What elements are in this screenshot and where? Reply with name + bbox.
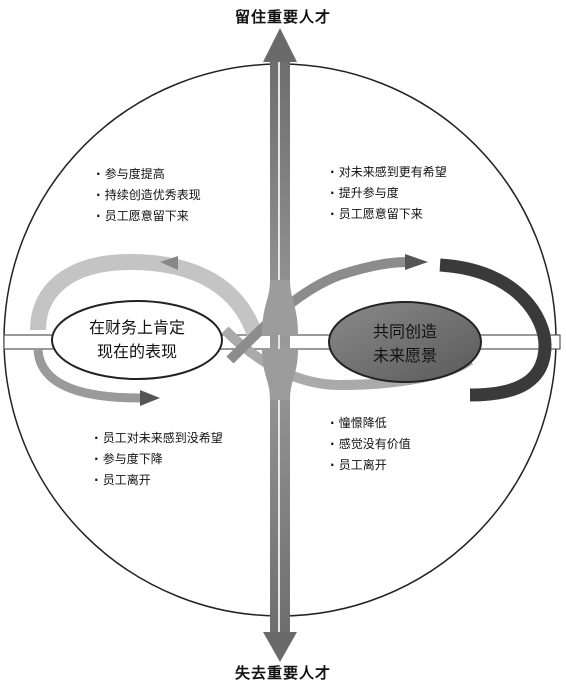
list-item: 员工离开 bbox=[94, 470, 223, 491]
loop-arrow-right-outer bbox=[439, 258, 552, 402]
right-ellipse bbox=[328, 301, 482, 383]
list-item: 员工愿意留下来 bbox=[330, 204, 447, 225]
loop-arrow-lower-left bbox=[33, 349, 141, 403]
right-ellipse-line: 未来愿景 bbox=[372, 346, 437, 365]
axis-bottom-title: 失去重要人才 bbox=[234, 664, 331, 682]
list-item: 员工愿意留下来 bbox=[96, 206, 201, 227]
list-item: 对未来感到更有希望 bbox=[330, 162, 447, 183]
right-ellipse-line: 共同创造 bbox=[372, 322, 437, 341]
axis-flare-top bbox=[262, 280, 298, 335]
left-ellipse bbox=[51, 300, 223, 380]
quadrant-top-right: 对未来感到更有希望 提升参与度 员工愿意留下来 bbox=[330, 162, 447, 225]
list-item: 憧憬降低 bbox=[330, 413, 411, 434]
arrowhead-right-upper bbox=[405, 254, 428, 270]
axis-top-title: 留住重要人才 bbox=[234, 8, 331, 26]
arrowhead-left-upper bbox=[160, 256, 178, 270]
list-item: 参与度提高 bbox=[96, 164, 201, 185]
arrowhead-left-lower bbox=[140, 390, 160, 406]
quadrant-bottom-right: 憧憬降低 感觉没有价值 员工离开 bbox=[330, 413, 411, 476]
list-item: 持续创造优秀表现 bbox=[96, 185, 201, 206]
arrowhead-bottom bbox=[263, 632, 297, 662]
list-item: 提升参与度 bbox=[330, 183, 447, 204]
loop-arrow-upper-left bbox=[30, 253, 263, 338]
list-item: 员工离开 bbox=[330, 455, 411, 476]
axis-flare-bottom bbox=[262, 349, 298, 400]
loop-arrow-cross-b bbox=[226, 257, 411, 364]
quadrant-top-left: 参与度提高 持续创造优秀表现 员工愿意留下来 bbox=[96, 164, 201, 227]
list-item: 感觉没有价值 bbox=[330, 434, 411, 455]
right-ellipse-label: 共同创造 未来愿景 bbox=[335, 320, 475, 368]
left-ellipse-line: 在财务上肯定 bbox=[88, 318, 185, 337]
arrowhead-top bbox=[263, 28, 297, 62]
left-ellipse-label: 在财务上肯定 现在的表现 bbox=[62, 316, 212, 364]
left-ellipse-line: 现在的表现 bbox=[96, 342, 177, 361]
list-item: 员工对未来感到没希望 bbox=[94, 428, 223, 449]
list-item: 参与度下降 bbox=[94, 449, 223, 470]
quadrant-bottom-left: 员工对未来感到没希望 参与度下降 员工离开 bbox=[94, 428, 223, 491]
